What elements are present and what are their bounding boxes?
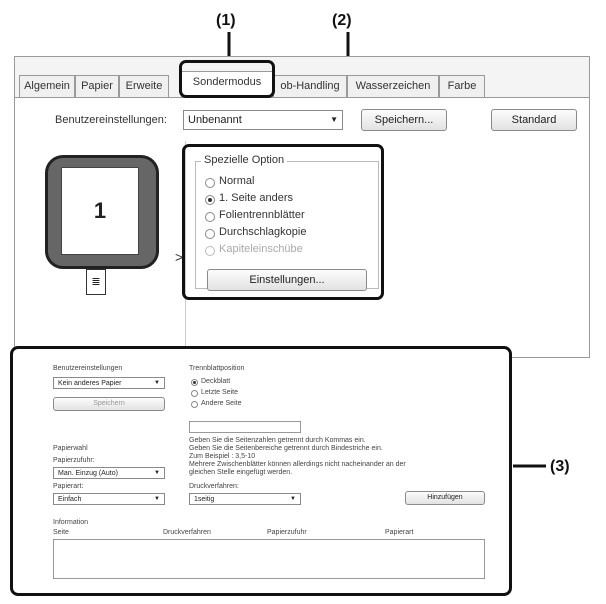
column-seite: Seite <box>53 529 69 536</box>
default-button[interactable]: Standard <box>491 109 577 131</box>
tab-divider <box>15 97 589 98</box>
position-andere-label: Andere Seite <box>201 400 242 407</box>
help-line-5: gleichen Stelle eingefügt werden. <box>189 469 293 476</box>
chevron-down-icon: ▼ <box>154 470 160 476</box>
option-first-page-label: 1. Seite anders <box>219 192 293 204</box>
paper-source-label: Papierzufuhr: <box>53 457 95 464</box>
sub-settings-select[interactable]: Kein anderes Papier ▼ <box>53 377 165 389</box>
print-mode-select[interactable]: 1seitig ▼ <box>189 493 301 505</box>
chevron-down-icon: ▼ <box>154 380 160 386</box>
highlight-special-option <box>182 144 384 300</box>
callout-2: (2) <box>332 12 352 29</box>
position-letzte-label: Letzte Seite <box>201 389 238 396</box>
radio-andere-seite[interactable] <box>191 401 198 408</box>
info-list[interactable] <box>53 539 485 579</box>
chevron-down-icon: ▼ <box>330 115 338 124</box>
chevron-down-icon: ▼ <box>154 496 160 502</box>
help-line-1: Geben Sie die Seitenzahlen getrennt durc… <box>189 437 366 444</box>
tab-farbe[interactable]: Farbe <box>439 75 485 97</box>
tab-algemein[interactable]: Algemein <box>19 75 75 97</box>
tab-wasserzeichen[interactable]: Wasserzeichen <box>347 75 439 97</box>
save-button[interactable]: Speichern... <box>361 109 447 131</box>
page-number-input[interactable] <box>189 421 301 433</box>
help-line-3: Zum Beispiel : 3,5-10 <box>189 453 256 460</box>
settings-select[interactable]: Unbenannt ▼ <box>183 110 343 130</box>
tab-erweitert[interactable]: Erweite <box>119 75 169 97</box>
column-druckverfahren: Druckverfahren <box>163 529 211 536</box>
settings-label: Benutzereinstellungen: <box>55 114 167 126</box>
settings-select-value: Unbenannt <box>188 114 242 126</box>
tab-sondermodus[interactable]: Sondermodus <box>181 71 273 98</box>
option-carbon-copy-label: Durchschlagkopie <box>219 226 307 238</box>
preview-page: 1 <box>61 167 139 255</box>
einstellungen-button[interactable]: Einstellungen... <box>207 269 367 291</box>
position-title: Trennblattposition <box>189 365 245 372</box>
chapter-insert-settings-dialog: Benutzereinstellungen Kein anderes Papie… <box>10 346 512 596</box>
option-normal-label: Normal <box>219 175 255 187</box>
printer-properties-dialog: Algemein Papier Erweite Sondermodus ob-H… <box>14 56 590 358</box>
sub-settings-label: Benutzereinstellungen <box>53 365 123 372</box>
print-mode-value: 1seitig <box>194 496 215 503</box>
column-papierart: Papierart <box>385 529 414 536</box>
position-deckblatt-label: Deckblatt <box>201 378 231 385</box>
option-chapter-inserts-label: Kapiteleinschübe <box>219 243 303 255</box>
callout-3: (3) <box>550 458 570 475</box>
paper-source-select[interactable]: Man. Einzug (Auto) ▼ <box>53 467 165 479</box>
sub-settings-value: Kein anderes Papier <box>58 380 122 387</box>
add-button[interactable]: Hinzufügen <box>405 491 485 505</box>
special-option-title: Spezielle Option <box>201 154 288 166</box>
radio-first-page-different[interactable] <box>205 195 215 205</box>
help-line-2: Geben Sie die Seitenbereiche getrennt du… <box>189 445 383 452</box>
radio-carbon-copy[interactable] <box>205 229 215 239</box>
paper-source-value: Man. Einzug (Auto) <box>58 470 118 477</box>
paper-type-select[interactable]: Einfach ▼ <box>53 493 165 505</box>
help-line-4: Mehrere Zwischenblätter können allerding… <box>189 461 406 468</box>
chevron-down-icon: ▼ <box>290 496 296 502</box>
column-papierzufuhr: Papierzufuhr <box>267 529 307 536</box>
sub-save-button[interactable]: Speichern <box>53 397 165 411</box>
preview-panel <box>37 141 186 357</box>
paper-type-value: Einfach <box>58 496 82 503</box>
paper-type-label: Papierart: <box>53 483 84 490</box>
paper-select-label: Papierwahl <box>53 445 88 452</box>
highlight-tab-sondermodus <box>179 60 275 98</box>
radio-letzte-seite[interactable] <box>191 390 198 397</box>
radio-normal[interactable] <box>205 178 215 188</box>
tab-job-handling[interactable]: ob-Handling <box>273 75 347 97</box>
tab-papier[interactable]: Papier <box>75 75 119 97</box>
radio-transparency-inserts[interactable] <box>205 212 215 222</box>
print-mode-label: Druckverfahren: <box>189 483 239 490</box>
option-transparency-label: Folientrennblätter <box>219 209 305 221</box>
chevron-right-icon: > <box>175 249 184 265</box>
info-label: Information <box>53 519 89 526</box>
callout-1: (1) <box>216 12 236 29</box>
radio-deckblatt[interactable] <box>191 379 198 386</box>
document-icon: ≣ <box>86 269 106 295</box>
radio-chapter-inserts[interactable] <box>205 246 215 256</box>
